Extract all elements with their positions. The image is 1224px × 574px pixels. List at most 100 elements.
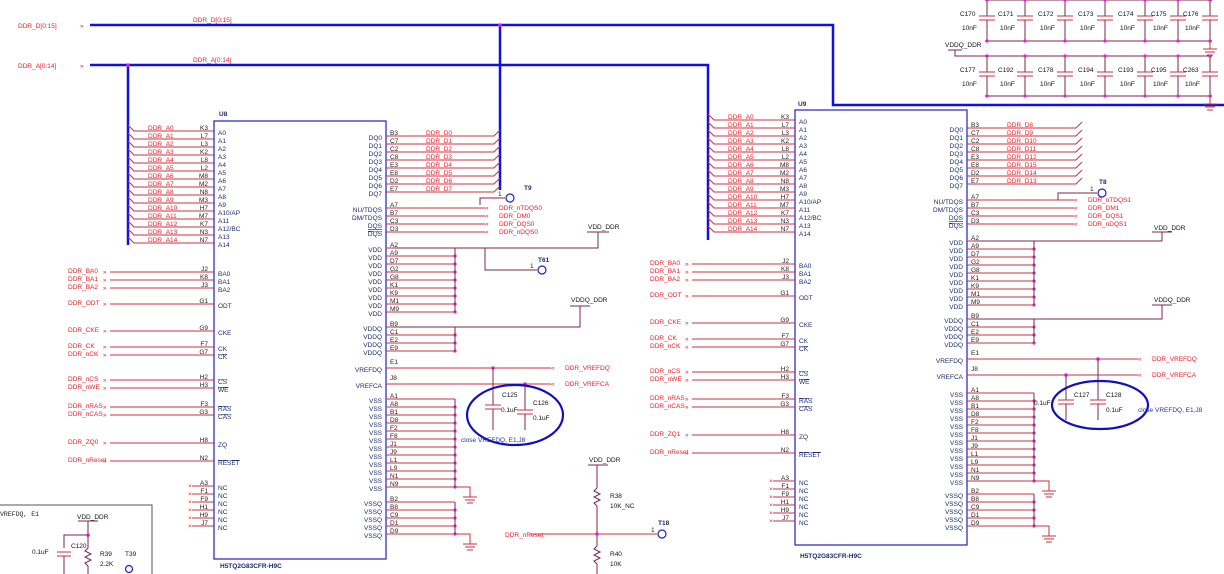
u9-tdqs-testpoint[interactable]: T8 1 bbox=[1057, 179, 1107, 200]
decoupling-caps[interactable]: C17010nFC17110nFC17210nFC17310nFC17410nF… bbox=[945, 0, 1218, 111]
reset-circuit[interactable]: VDD_DDR R38 10K_NC R40 10K T18 1 DDR_nRe… bbox=[505, 457, 670, 574]
vref-generator[interactable]: VREFDQ, E1 VDD_DDR 0.1uF C120 R39 2.2K T… bbox=[0, 504, 153, 574]
u8-tdqs-testpoint[interactable]: T9 1 bbox=[479, 185, 532, 205]
u8-body[interactable] bbox=[213, 120, 387, 560]
u8-vref-caps[interactable]: C125 0.1uF C126 0.1uF close VREFDQ, E1,J… bbox=[461, 368, 565, 447]
u9-body[interactable] bbox=[794, 109, 968, 546]
u9-vref-caps[interactable]: C127 0.1uF C128 0.1uF close VREFDQ, E1,J… bbox=[1034, 359, 1203, 431]
